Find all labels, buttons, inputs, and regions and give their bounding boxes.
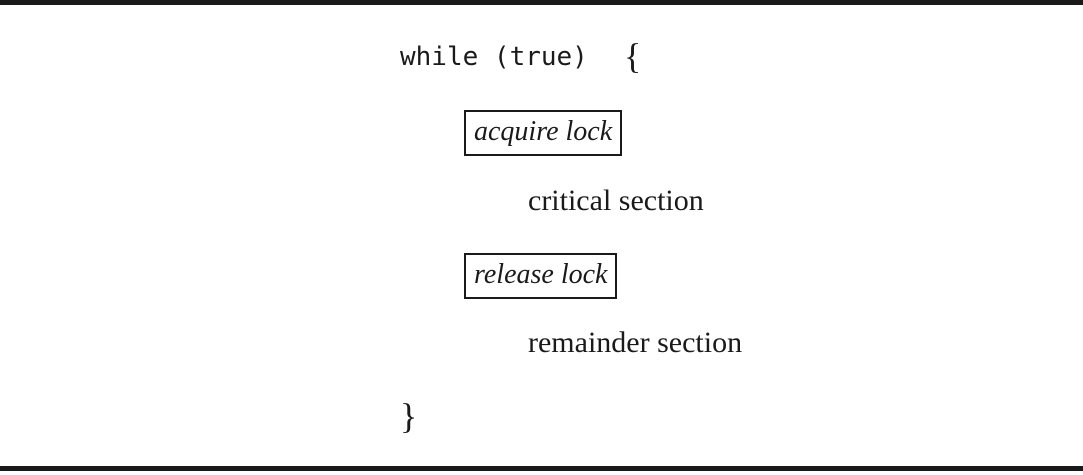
top-rule (0, 0, 1083, 5)
open-brace: { (624, 36, 642, 76)
release-lock-box: release lock (464, 253, 618, 299)
acquire-lock-box: acquire lock (464, 110, 623, 156)
remainder-section-label: remainder section (528, 326, 743, 359)
while-statement: while (true) (400, 42, 588, 72)
critical-section-label: critical section (528, 184, 704, 217)
close-brace: } (400, 396, 418, 436)
bottom-rule (0, 466, 1083, 471)
